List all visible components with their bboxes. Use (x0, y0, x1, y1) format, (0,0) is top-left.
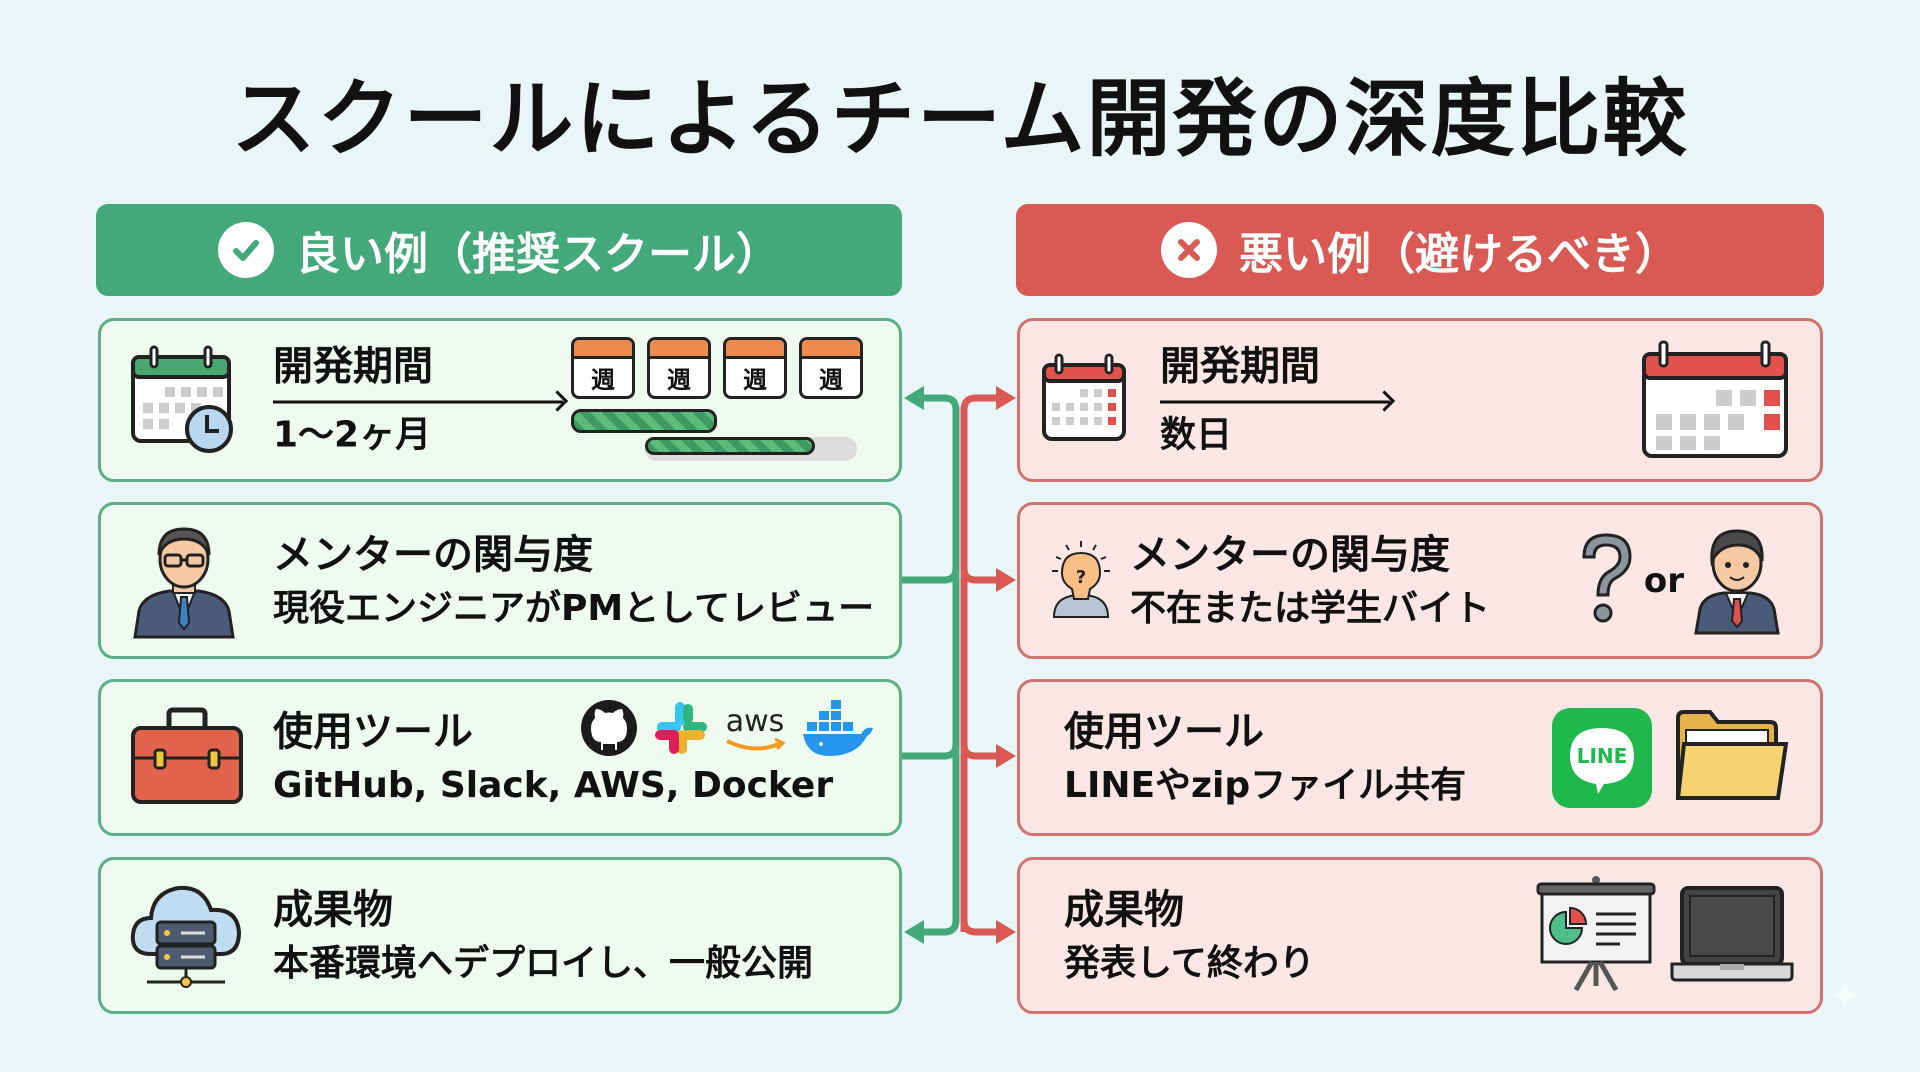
toolbox-icon (129, 706, 245, 810)
arrow-right-icon (273, 400, 563, 404)
good-arrowhead-bottom (904, 920, 924, 944)
presentation-board-icon (1536, 874, 1656, 998)
row-label: 開発期間 (1160, 343, 1320, 390)
week-calendar-icon: 週 (571, 337, 635, 399)
good-example-header: 良い例（推奨スクール） (96, 204, 902, 296)
row-value: 1〜2ヶ月 (273, 414, 432, 456)
good-header-label: 良い例（推奨スクール） (296, 229, 780, 280)
bad-card-tools: 使用ツール LINEやzipファイル共有 LINE (1017, 679, 1823, 836)
question-mark-icon (1576, 529, 1636, 633)
or-label: or (1643, 560, 1684, 601)
row-label: 使用ツール (273, 708, 473, 755)
svg-text:?: ? (1076, 567, 1086, 588)
github-icon (579, 698, 639, 762)
business-mentor-icon (129, 519, 239, 643)
calendar-clock-icon (129, 343, 239, 457)
good-card-tools: 使用ツール GitHub, Slack, AWS, Docker aws (98, 679, 902, 836)
calendar-large-icon (1640, 340, 1790, 460)
week-calendars: 週 週 週 週 (571, 337, 863, 399)
bad-connector (960, 394, 1000, 936)
bad-arrowhead-1 (996, 386, 1016, 410)
calendar-icon (1040, 353, 1130, 447)
confused-bulb-icon: ? (1046, 539, 1116, 623)
row-value: 本番環境へデプロイし、一般公開 (273, 942, 814, 984)
row-value: GitHub, Slack, AWS, Docker (273, 764, 834, 806)
docker-icon (801, 698, 877, 762)
arrow-right-icon (1160, 400, 1390, 404)
bad-card-mentor: ? メンターの関与度 不在または学生バイト or (1017, 502, 1823, 659)
bad-card-deliverable: 成果物 発表して終わり (1017, 857, 1823, 1014)
good-card-mentor: メンターの関与度 現役エンジニアがPMとしてレビュー (98, 502, 902, 659)
student-icon (1692, 523, 1782, 639)
row-label: 成果物 (273, 886, 393, 933)
row-value: LINEやzipファイル共有 (1064, 764, 1467, 806)
good-card-dev-period: 開発期間 1〜2ヶ月 週 週 週 週 (98, 318, 902, 482)
row-value: 不在または学生バイト (1130, 587, 1491, 629)
page-title: スクールによるチーム開発の深度比較 (231, 70, 1689, 168)
row-label: メンターの関与度 (273, 531, 593, 578)
good-arrowhead-top (904, 386, 924, 410)
good-card-deliverable: 成果物 本番環境へデプロイし、一般公開 (98, 857, 902, 1014)
good-connector (902, 394, 960, 936)
row-value: 数日 (1160, 414, 1233, 456)
progress-bar-2-track (645, 437, 857, 461)
bad-arrowhead-2 (996, 568, 1016, 592)
bad-arrowhead-4 (996, 920, 1016, 944)
week-calendar-icon: 週 (723, 337, 787, 399)
progress-bar-2 (645, 437, 815, 455)
sparkle-watermark-icon (1830, 980, 1860, 1010)
week-calendar-icon: 週 (799, 337, 863, 399)
aws-icon: aws (723, 707, 787, 753)
folder-icon (1674, 708, 1790, 808)
line-icon: LINE (1552, 707, 1652, 808)
bad-header-label: 悪い例（避けるべき） (1239, 229, 1679, 280)
row-label: メンターの関与度 (1130, 531, 1450, 578)
x-circle-icon (1161, 222, 1217, 278)
slack-icon (653, 700, 709, 760)
row-label: 成果物 (1064, 886, 1184, 933)
row-value: 発表して終わり (1064, 942, 1315, 984)
laptop-icon (1670, 884, 1794, 988)
row-value: 現役エンジニアがPMとしてレビュー (273, 587, 875, 629)
bad-example-header: 悪い例（避けるべき） (1016, 204, 1824, 296)
progress-bar-1 (571, 409, 717, 433)
bad-card-dev-period: 開発期間 数日 (1017, 318, 1823, 482)
row-label: 開発期間 (273, 343, 433, 390)
row-label: 使用ツール (1064, 708, 1264, 755)
check-circle-icon (218, 222, 274, 278)
cloud-server-icon (129, 876, 245, 996)
week-calendar-icon: 週 (647, 337, 711, 399)
bad-arrowhead-3 (996, 744, 1016, 768)
